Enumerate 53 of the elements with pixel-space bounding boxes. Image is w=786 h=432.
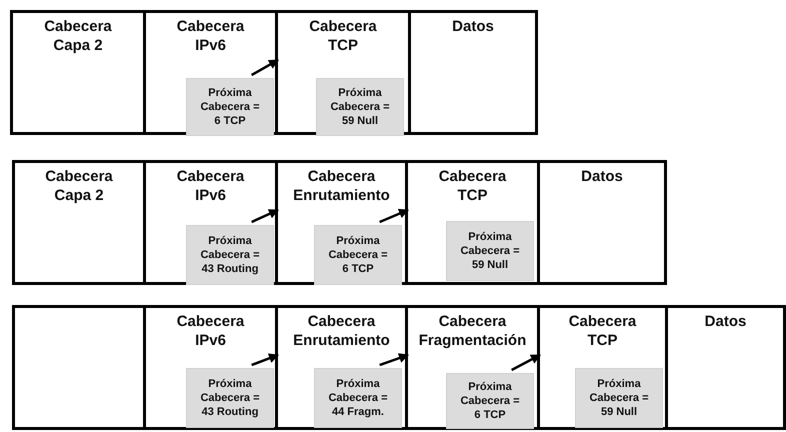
header-title: Cabecera Capa 2 xyxy=(44,168,114,206)
next-header-value: Próxima Cabecera = 59 Null xyxy=(459,230,520,272)
next-header-value: Próxima Cabecera = 59 Null xyxy=(588,376,650,420)
header-title: Cabecera Enrutamiento xyxy=(293,313,390,350)
header-title: Cabecera TCP xyxy=(308,18,378,56)
header-field-box xyxy=(275,160,408,285)
next-header-box xyxy=(314,225,402,285)
header-field-box xyxy=(665,305,786,430)
header-field-box xyxy=(275,10,411,135)
header-title: Cabecera TCP xyxy=(568,313,638,350)
header-title: Cabecera Fragmentación xyxy=(418,313,526,350)
next-header-value: Próxima Cabecera = 6 TCP xyxy=(199,86,260,128)
empty-field-box xyxy=(12,305,146,430)
header-field-box xyxy=(12,160,146,285)
arrow xyxy=(511,354,541,372)
next-header-box xyxy=(446,373,534,429)
next-header-box xyxy=(186,368,274,428)
arrow xyxy=(251,208,279,224)
next-header-value: Próxima Cabecera = 44 Fragm. xyxy=(327,376,388,420)
next-header-value: Próxima Cabecera = 43 Routing xyxy=(199,234,260,276)
next-header-value: Próxima Cabecera = 59 Null xyxy=(329,86,390,128)
header-field-box xyxy=(275,305,408,430)
header-title: Cabecera IPv6 xyxy=(176,18,246,56)
header-field-box xyxy=(537,160,667,285)
header-field-box xyxy=(405,305,540,430)
header-title: Cabecera Enrutamiento xyxy=(293,168,390,206)
next-header-box xyxy=(186,225,274,285)
header-field-box xyxy=(10,10,146,135)
header-title: Cabecera IPv6 xyxy=(176,168,246,206)
header-title: Datos xyxy=(451,18,495,37)
arrow xyxy=(379,353,409,366)
arrow xyxy=(379,208,409,224)
header-title: Datos xyxy=(580,168,624,187)
header-field-box xyxy=(143,10,278,135)
next-header-box xyxy=(316,78,404,136)
next-header-value: Próxima Cabecera = 43 Routing xyxy=(199,376,260,420)
next-header-box xyxy=(314,368,402,428)
next-header-box xyxy=(186,78,274,136)
header-field-box xyxy=(408,10,538,135)
header-field-box xyxy=(537,305,668,430)
header-field-box xyxy=(405,160,540,285)
next-header-value: Próxima Cabecera = 6 TCP xyxy=(459,380,520,422)
header-title: Cabecera Capa 2 xyxy=(43,18,113,56)
header-field-box xyxy=(143,305,278,430)
arrow xyxy=(251,58,279,76)
header-title: Cabecera IPv6 xyxy=(176,313,246,350)
header-field-box xyxy=(143,160,278,285)
next-header-box xyxy=(446,221,534,281)
header-title: Cabecera TCP xyxy=(438,168,508,206)
next-header-value: Próxima Cabecera = 6 TCP xyxy=(327,234,388,276)
arrow xyxy=(251,354,279,366)
header-title: Datos xyxy=(704,313,748,332)
next-header-box xyxy=(575,368,663,428)
